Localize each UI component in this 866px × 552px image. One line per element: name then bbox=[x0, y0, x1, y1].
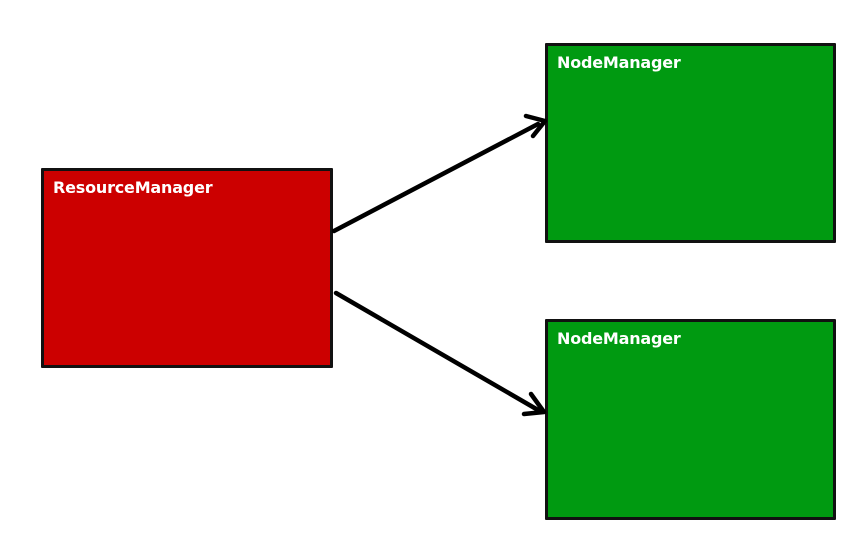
resource-manager-label: ResourceManager bbox=[53, 178, 213, 197]
node-manager-box-bottom: NodeManager bbox=[545, 319, 836, 520]
resource-manager-box: ResourceManager bbox=[41, 168, 333, 368]
node-manager-label-bottom: NodeManager bbox=[557, 329, 681, 348]
node-manager-box-top: NodeManager bbox=[545, 43, 836, 243]
arrow-to-top-node-manager bbox=[331, 113, 548, 234]
node-manager-label-top: NodeManager bbox=[557, 53, 681, 72]
arrow-to-bottom-node-manager bbox=[333, 290, 547, 417]
